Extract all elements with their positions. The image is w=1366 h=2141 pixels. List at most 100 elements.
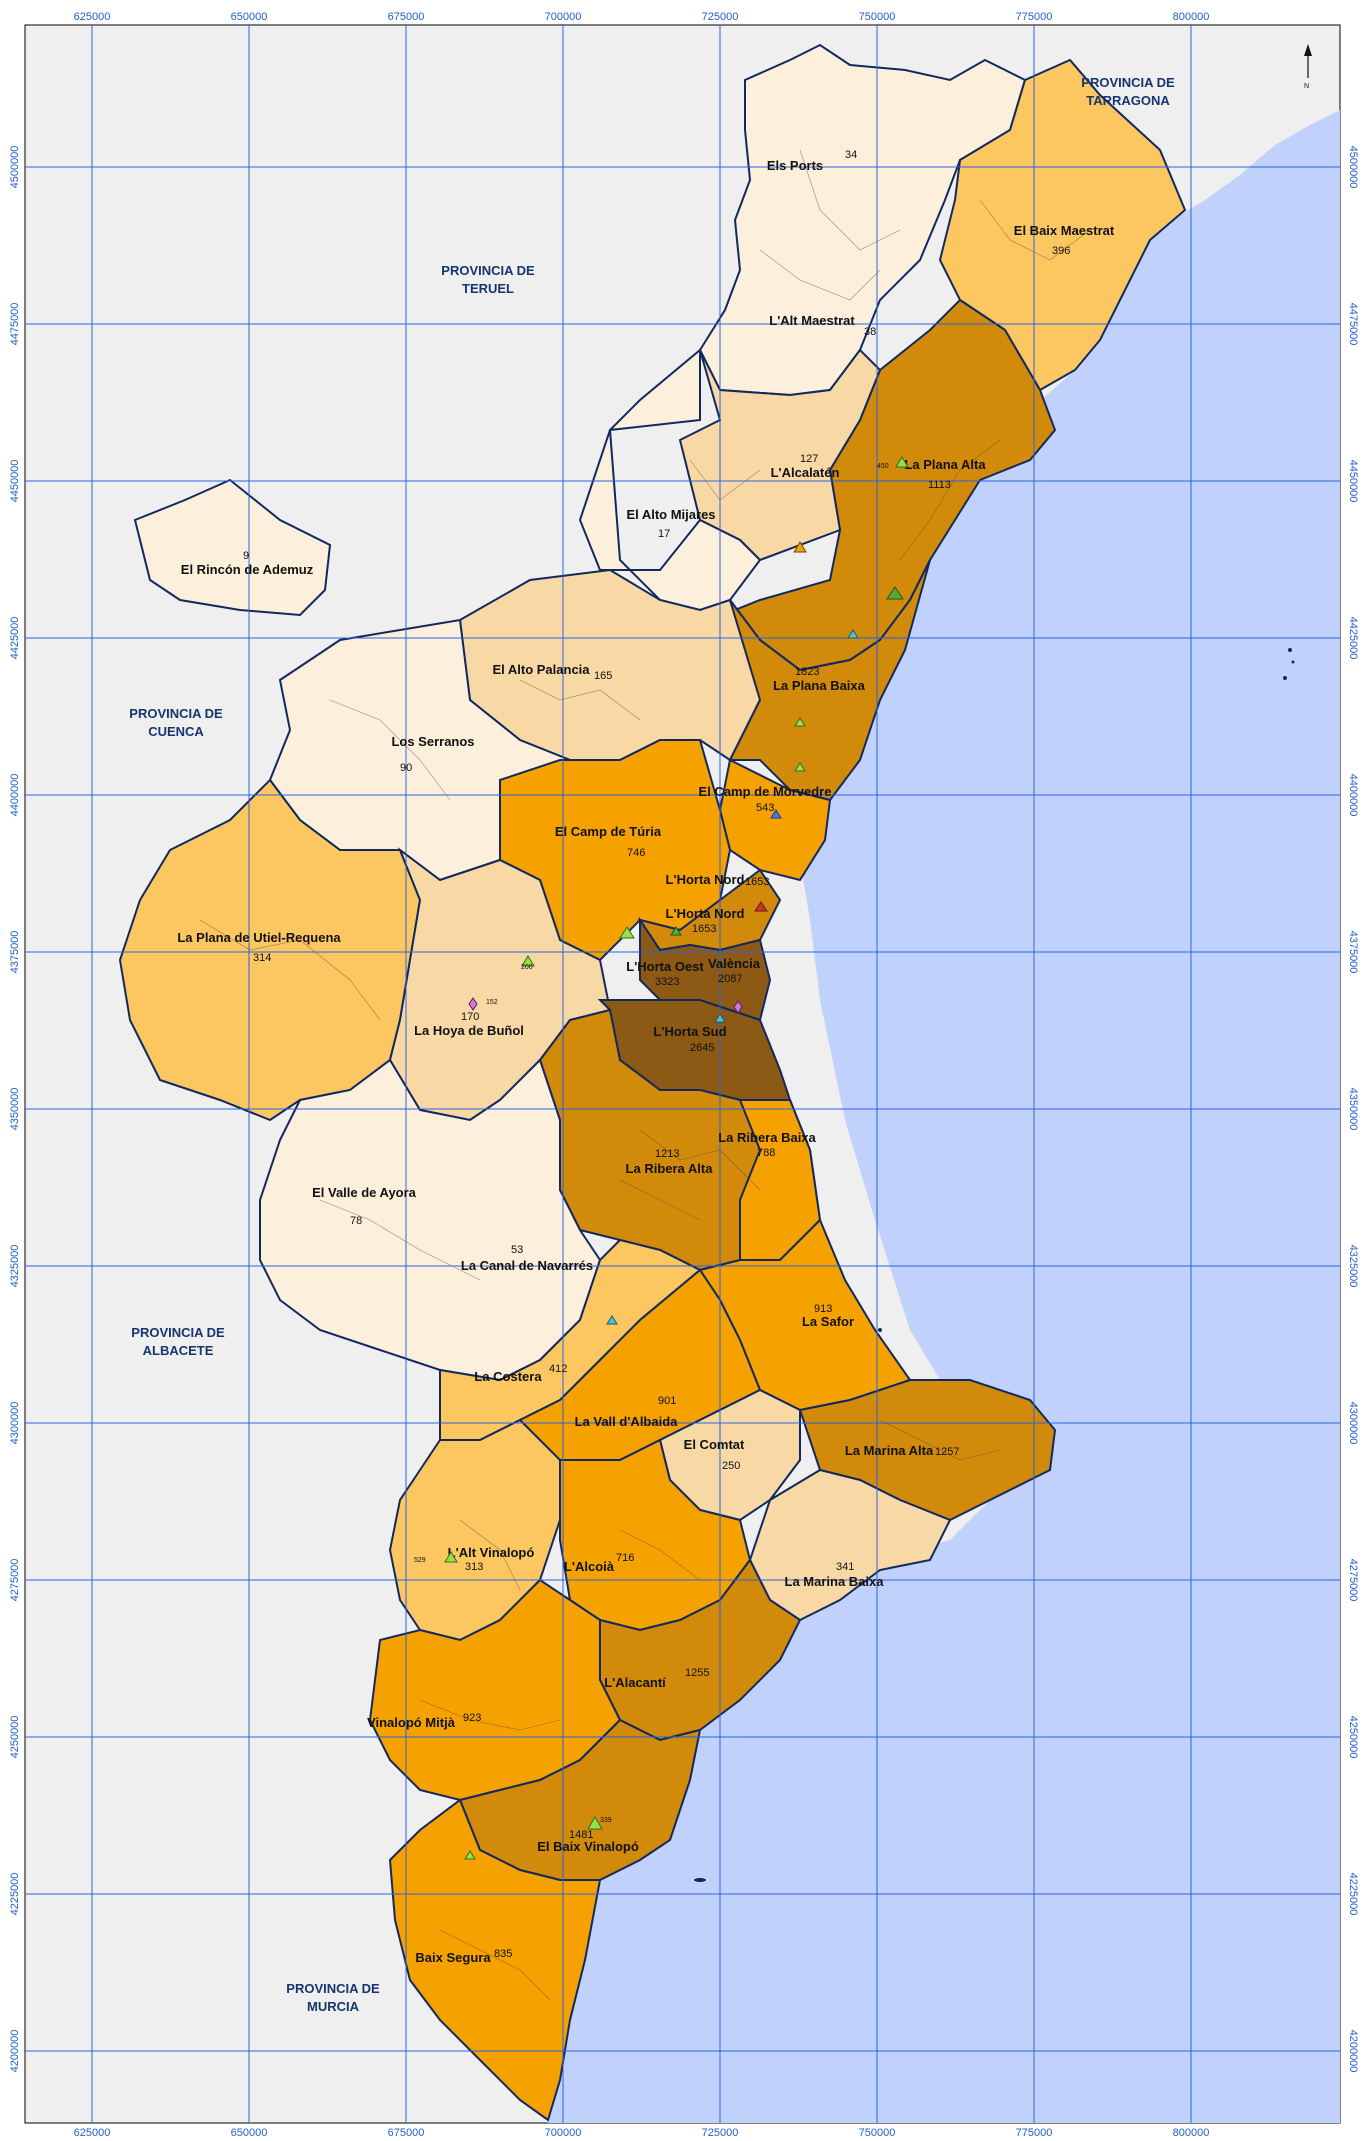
comarca-name: L'Alacantí [604, 1675, 666, 1690]
x-tick: 650000 [231, 11, 268, 23]
triangle-marker [754, 901, 768, 912]
comarca-name: La Plana Baixa [773, 678, 866, 693]
comarca-value: 38 [864, 326, 876, 338]
comarca-name: La Marina Baixa [785, 1574, 885, 1589]
comarca-name: L'Alcalatén [771, 465, 840, 480]
comarca-value: 543 [756, 802, 774, 814]
diamond-marker [468, 997, 478, 1011]
site-label: 450 [877, 463, 889, 470]
comarca-value: 1481 [569, 1829, 593, 1841]
site-label: 200 [521, 964, 533, 971]
comarca-value: 412 [549, 1363, 567, 1375]
province-label-line2: TARRAGONA [1086, 93, 1170, 108]
site-label: 152 [486, 999, 498, 1006]
province-label-line1: PROVINCIA DE [441, 263, 535, 278]
y-tick: 4275000 [9, 1559, 21, 1602]
comarca-value: 1653 [692, 923, 716, 935]
comarca-value: 746 [627, 847, 645, 859]
x-tick: 800000 [1173, 2127, 1210, 2139]
triangle-marker [794, 762, 806, 772]
sea-area [548, 110, 1340, 2123]
comarca-name: L'Horta Nord [666, 906, 745, 921]
comarca-value: 165 [594, 670, 612, 682]
comarca-name: Los Serranos [391, 734, 474, 749]
y-tick: 4325000 [9, 1245, 21, 1288]
comarca-value: 913 [814, 1303, 832, 1315]
comarca-value: 53 [511, 1244, 523, 1256]
province-label-line1: PROVINCIA DE [129, 706, 223, 721]
x-tick: 700000 [545, 2127, 582, 2139]
triangle-marker [770, 809, 782, 819]
coordinate-grid [25, 25, 1340, 2123]
y-tick: 4300000 [1347, 1402, 1359, 1445]
triangle-marker [794, 717, 806, 727]
comarca-value: 1113 [928, 479, 951, 491]
y-tick: 4225000 [1347, 1873, 1359, 1916]
comarca-value: 34 [845, 149, 857, 161]
y-ticks-left: 4500000 4475000 4450000 4425000 4400000 … [9, 146, 21, 2073]
comarca-name: La Vall d'Albaida [575, 1414, 679, 1429]
comarca-value: 1257 [935, 1446, 959, 1458]
comarca-name: L'Alcoià [564, 1559, 615, 1574]
comarca-value: 2087 [718, 973, 742, 985]
y-tick: 4300000 [9, 1402, 21, 1445]
comarca-name: La Ribera Alta [626, 1161, 714, 1176]
comarca-name: El Alto Mijares [626, 507, 715, 522]
x-tick: 775000 [1016, 2127, 1053, 2139]
comarca-name: València [708, 956, 761, 971]
y-tick: 4350000 [1347, 1088, 1359, 1131]
y-tick: 4400000 [9, 774, 21, 817]
x-ticks-top: 625000 650000 675000 700000 725000 75000… [74, 11, 1210, 23]
y-tick: 4400000 [1347, 774, 1359, 817]
province-label-line1: PROVINCIA DE [131, 1325, 225, 1340]
triangle-marker [793, 541, 807, 553]
x-tick: 700000 [545, 11, 582, 23]
triangle-marker [444, 1551, 458, 1563]
y-tick: 4350000 [9, 1088, 21, 1131]
comarca-value: 90 [400, 762, 412, 774]
site-label: 529 [414, 1557, 426, 1564]
x-tick: 625000 [74, 11, 111, 23]
y-ticks-right: 4500000 4475000 4450000 4425000 4400000 … [1347, 146, 1359, 2073]
comarca-value: 250 [722, 1460, 740, 1472]
comarca-value: 1653 [745, 876, 769, 888]
x-tick: 750000 [859, 11, 896, 23]
comarca-name: El Rincón de Ademuz [181, 562, 314, 577]
comarca-value: 396 [1052, 245, 1070, 257]
comarca-name: L'Alt Maestrat [769, 313, 855, 328]
comarca-value: 314 [253, 952, 271, 964]
comarca-name: La Marina Alta [845, 1443, 934, 1458]
comarca-name: La Canal de Navarrés [461, 1258, 593, 1273]
islands [694, 648, 1295, 1882]
x-tick: 775000 [1016, 11, 1053, 23]
comarca-name: La Ribera Baixa [718, 1130, 816, 1145]
x-tick: 725000 [702, 2127, 739, 2139]
comarca-value: 901 [658, 1395, 676, 1407]
comarca-value: 313 [465, 1561, 483, 1573]
x-tick: 675000 [388, 11, 425, 23]
comarca-name: L'Horta Nord [666, 872, 745, 887]
province-labels: PROVINCIA DE TARRAGONA PROVINCIA DE TERU… [129, 75, 1175, 2014]
y-tick: 4450000 [9, 460, 21, 503]
y-tick: 4425000 [9, 617, 21, 660]
province-label-line2: TERUEL [462, 281, 514, 296]
y-tick: 4250000 [9, 1716, 21, 1759]
x-tick: 800000 [1173, 11, 1210, 23]
triangle-marker [587, 1816, 603, 1830]
y-tick: 4200000 [9, 2030, 21, 2073]
triangle-marker [886, 586, 904, 600]
y-tick: 4425000 [1347, 617, 1359, 660]
y-tick: 4450000 [1347, 460, 1359, 503]
comarca-value: 923 [463, 1712, 481, 1724]
comarca-name: La Costera [474, 1369, 542, 1384]
comarca-name: La Hoya de Buñol [414, 1023, 524, 1038]
comarca-value: 716 [616, 1552, 634, 1564]
comarca-value: 835 [494, 1948, 512, 1960]
triangle-marker [847, 629, 859, 639]
north-arrow-label: N [1304, 83, 1309, 90]
comarca-name: El Comtat [684, 1437, 745, 1452]
comarca-name: El Camp de Morvedre [699, 784, 832, 799]
municipal-lines [199, 149, 1091, 2001]
y-tick: 4475000 [1347, 303, 1359, 346]
